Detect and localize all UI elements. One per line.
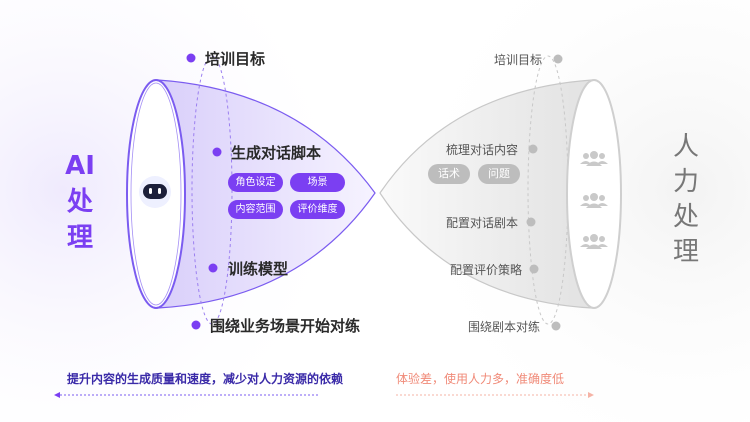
- ai-step: 训练模型: [228, 260, 289, 278]
- human-step: 梳理对话内容: [445, 143, 518, 157]
- right-arrow-icon: [588, 392, 594, 398]
- ai-tag: 内容范围: [228, 200, 283, 219]
- human-step: 围绕剧本对练: [467, 320, 540, 334]
- ai-cone: [157, 79, 376, 309]
- human-title-char: 力: [672, 167, 699, 197]
- human-cone: [379, 79, 593, 309]
- ai-title-char: AI: [65, 151, 95, 181]
- ai-tag: 角色设定: [228, 173, 283, 192]
- human-title-char: 理: [672, 237, 699, 267]
- ai-tag: 场景: [290, 173, 345, 192]
- ai-step: 培训目标: [205, 50, 266, 68]
- human-step: 配置对话剧本: [445, 216, 518, 230]
- people-icons: [580, 151, 608, 249]
- robot-icon: [143, 184, 167, 199]
- human-title-char: 人: [672, 132, 699, 162]
- left-arrow-icon: [54, 392, 60, 398]
- human-tag: 话术: [428, 164, 470, 184]
- human-step: 配置评价策略: [449, 263, 522, 277]
- ai-title-char: 理: [66, 223, 93, 253]
- ai-title: AI 处 理: [62, 148, 98, 256]
- ai-title-char: 处: [66, 187, 93, 217]
- ai-summary: 提升内容的生成质量和速度，减少对人力资源的依赖: [67, 372, 344, 386]
- ai-step: 围绕业务场景开始对练: [210, 317, 361, 335]
- human-tag: 问题: [478, 164, 520, 184]
- human-step: 培训目标: [493, 53, 542, 67]
- human-title: 人 力 处 理: [668, 130, 704, 270]
- ai-step: 生成对话脚本: [231, 144, 322, 162]
- human-title-char: 处: [672, 202, 699, 232]
- human-summary: 体验差，使用人力多，准确度低: [396, 372, 565, 386]
- ai-tag: 评价维度: [290, 200, 345, 219]
